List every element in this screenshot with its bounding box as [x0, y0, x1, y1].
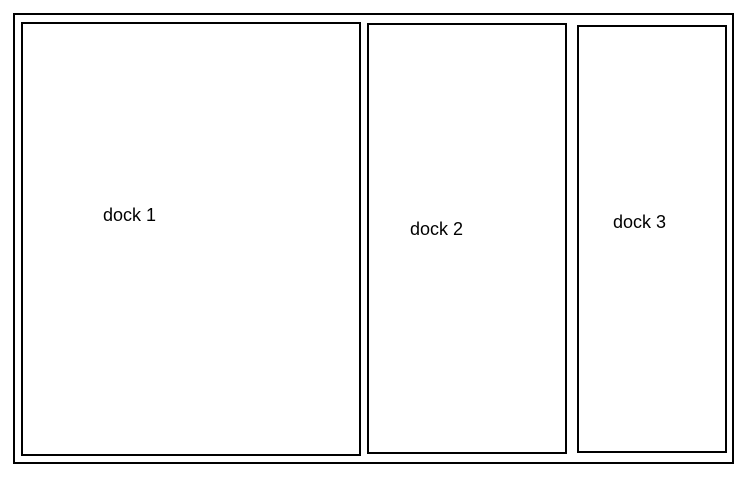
dock-2-label: dock 2	[410, 219, 464, 239]
dock-3-panel[interactable]: dock 3	[577, 25, 727, 453]
dock-1-panel[interactable]: dock 1	[21, 22, 361, 456]
dock-3-label: dock 3	[613, 212, 667, 232]
dock-1-label: dock 1	[103, 205, 157, 225]
dock-container	[13, 13, 734, 464]
dock-2-panel[interactable]: dock 2	[367, 23, 567, 454]
